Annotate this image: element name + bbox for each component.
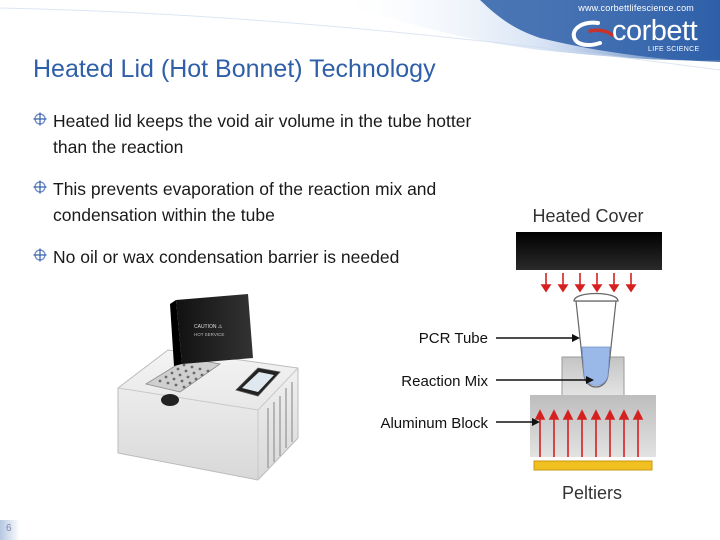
aluminum-block [530, 395, 656, 457]
heated-cover-label: Heated Cover [532, 206, 643, 226]
logo-swirl-icon [571, 20, 614, 47]
bullet-list: Heated lid keeps the void air volume in … [33, 108, 473, 286]
bullet-item: No oil or wax condensation barrier is ne… [33, 244, 473, 270]
reaction-mix-liquid [581, 346, 611, 386]
peltiers-label: Peltiers [562, 483, 622, 503]
corbett-logo: corbett LIFE SCIENCE [560, 15, 710, 57]
crosshair-bullet-icon [33, 112, 47, 126]
logo-wordmark: corbett [612, 15, 698, 47]
heat-down-arrows [540, 273, 637, 293]
thermal-cycler-image: CAUTION ⚠ HOT SERVICE [117, 294, 299, 481]
logo-subtitle: LIFE SCIENCE [648, 46, 700, 53]
website-url: www.corbettlifescience.com [578, 3, 694, 13]
header-band: www.corbettlifescience.com corbett LIFE … [0, 0, 720, 72]
bullet-text: This prevents evaporation of the reactio… [53, 179, 437, 225]
bullet-text: Heated lid keeps the void air volume in … [53, 111, 472, 157]
heated-lid-diagram: Heated Cover [380, 206, 662, 503]
lid-caution-label: CAUTION ⚠ [194, 324, 223, 330]
reaction-mix-label: Reaction Mix [401, 373, 488, 390]
pcr-tube-label: PCR Tube [419, 330, 488, 347]
peltier-bar [533, 460, 653, 471]
bullet-item: This prevents evaporation of the reactio… [33, 176, 473, 228]
heat-up-arrows [534, 409, 644, 457]
page-number: 6 [6, 523, 12, 534]
heated-cover [516, 232, 662, 270]
pcr-tube [573, 292, 619, 388]
crosshair-bullet-icon [33, 180, 47, 194]
slide-title: Heated Lid (Hot Bonnet) Technology [33, 55, 436, 83]
bullet-item: Heated lid keeps the void air volume in … [33, 108, 473, 160]
bullet-text: No oil or wax condensation barrier is ne… [53, 247, 400, 267]
lid-service-label: HOT SERVICE [194, 332, 224, 337]
crosshair-bullet-icon [33, 248, 47, 262]
aluminum-block-label: Aluminum Block [380, 415, 488, 432]
footer-accent [0, 520, 20, 540]
